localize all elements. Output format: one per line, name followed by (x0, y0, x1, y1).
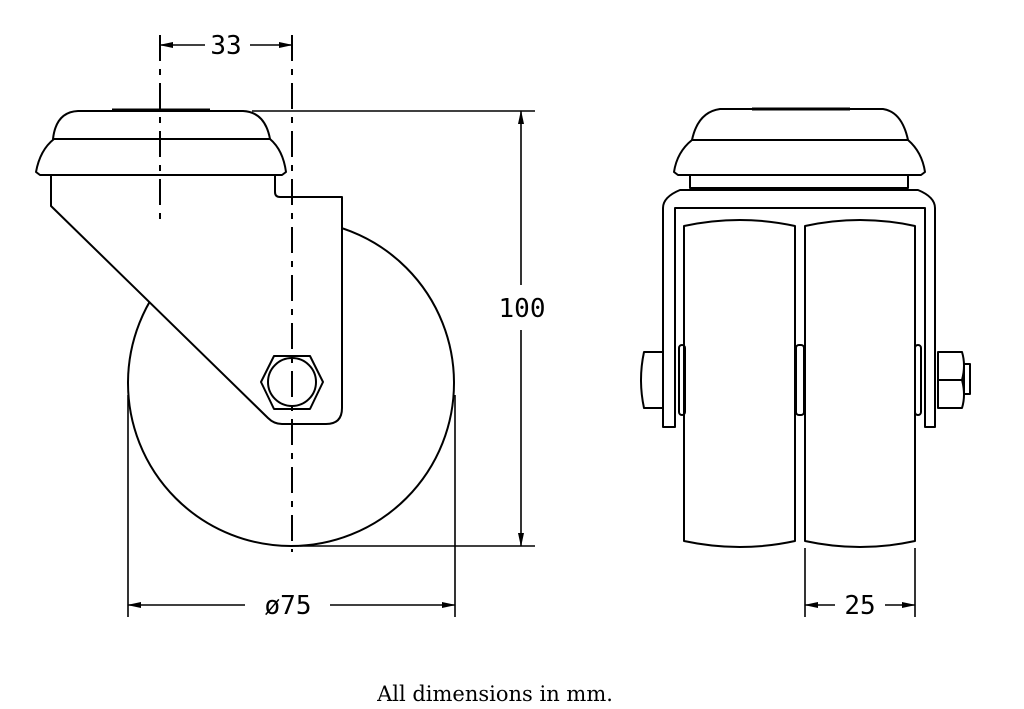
axle-nut (937, 351, 965, 409)
spacer-left (678, 344, 686, 416)
axle-end (963, 363, 971, 395)
swivel-bracket (50, 174, 343, 425)
dimension-wheel-diameter: ø75 (265, 591, 312, 621)
caption: All dimensions in mm. (377, 682, 613, 706)
wheel-right (804, 219, 916, 548)
wheel-left (683, 219, 796, 548)
spacer-center (795, 344, 805, 416)
top-plate-dome-front (691, 108, 909, 141)
top-plate-dome (52, 110, 271, 140)
fork (662, 189, 936, 428)
dimension-height: 100 (499, 294, 546, 324)
spacer-right (914, 344, 922, 416)
front-view: 25 (640, 107, 971, 621)
dimension-wheel-width: 25 (844, 591, 875, 621)
mounting-flange-front (673, 139, 926, 176)
bolt-head (640, 351, 664, 409)
swivel-neck (689, 175, 909, 189)
side-view: 33 100 ø75 (35, 31, 546, 621)
dimension-offset: 33 (210, 31, 241, 61)
